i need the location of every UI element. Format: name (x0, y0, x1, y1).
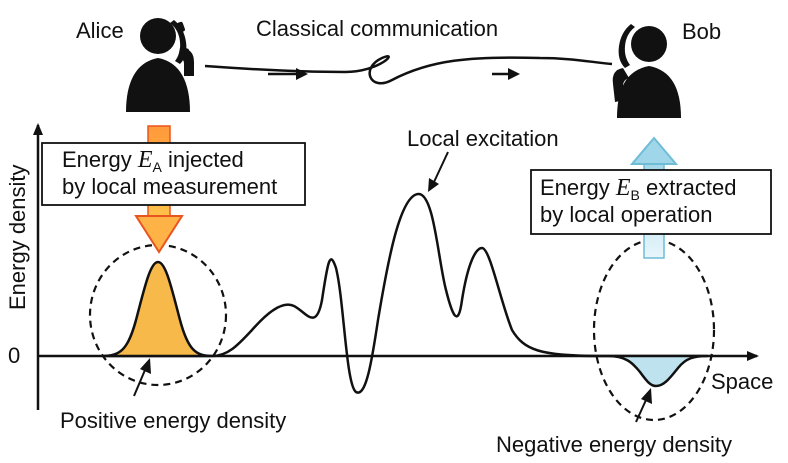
communication-line (204, 55, 613, 85)
communication-arrow-icon (268, 68, 308, 80)
bob-label: Bob (682, 19, 721, 44)
negative-density-label: Negative energy density (496, 432, 732, 457)
y-axis-label: Energy density (5, 164, 30, 310)
negative-density-pointer (635, 388, 652, 423)
alice-box-line2: by local measurement (62, 174, 277, 199)
communication-label: Classical communication (256, 16, 498, 41)
x-axis-label: Space (711, 369, 773, 394)
positive-energy-peak (101, 260, 213, 358)
bob-person-icon (612, 24, 681, 118)
negative-energy-dip (607, 354, 709, 388)
positive-density-label: Positive energy density (60, 408, 286, 433)
bob-energy-box (530, 169, 772, 235)
energy-density-curve (211, 192, 608, 394)
origin-label: 0 (8, 343, 20, 368)
alice-label: Alice (76, 18, 124, 43)
local-excitation-label: Local excitation (407, 126, 559, 151)
local-excitation-pointer (428, 151, 449, 192)
alice-energy-box (41, 142, 306, 206)
bob-region-circle (592, 238, 716, 422)
alice-box-line1: Energy EA injected (62, 147, 244, 175)
bob-box-line1: Energy EB extracted (540, 175, 736, 203)
communication-arrow-icon (492, 68, 520, 80)
alice-person-icon (126, 18, 194, 112)
positive-density-pointer (133, 358, 151, 397)
bob-box-line2: by local operation (540, 202, 712, 227)
